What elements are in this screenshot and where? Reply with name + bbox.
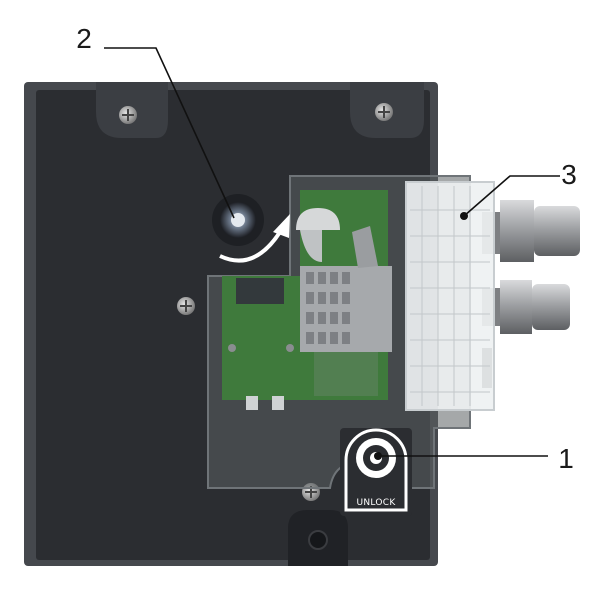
rotation-arrow-icon <box>219 214 290 263</box>
circuit-board <box>222 190 392 410</box>
rotary-knob <box>212 194 264 246</box>
callout-3-dot <box>460 212 468 220</box>
unlock-label: UNLOCK <box>356 498 396 508</box>
unlock-button: UNLOCK <box>340 428 412 516</box>
screw-bottom-dark <box>308 530 328 550</box>
terminal-block <box>405 181 495 411</box>
screw-left <box>177 297 195 315</box>
callout-1-label: 1 <box>558 443 574 474</box>
callout-2-label: 2 <box>76 23 92 54</box>
cable-gland-upper <box>482 200 580 262</box>
callout-3-leader <box>463 175 560 217</box>
callout-3-label: 3 <box>561 159 577 190</box>
screw-top-right <box>375 103 393 121</box>
callout-2-leader <box>104 47 235 219</box>
callout-leaders <box>104 47 560 457</box>
screw-top-left <box>119 106 137 124</box>
callout-1-dot <box>374 452 382 460</box>
cable-gland-lower <box>482 280 570 334</box>
